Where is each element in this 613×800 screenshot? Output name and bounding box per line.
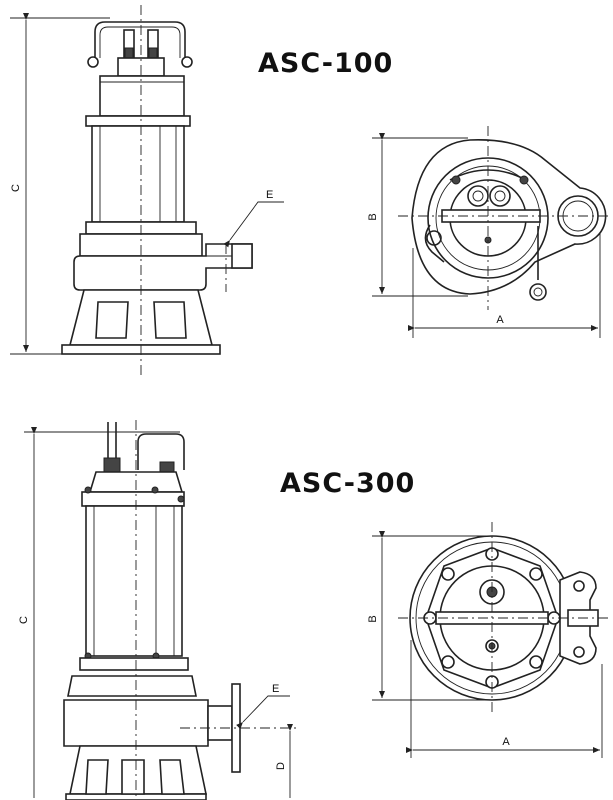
dimension-label-c: C — [10, 184, 22, 192]
asc-300-top-view: B A — [367, 522, 608, 758]
dimension-label-b-asc-300: B — [367, 615, 379, 622]
dimension-label-a-asc-100: A — [496, 314, 504, 326]
model-title-asc-100: ASC-100 — [258, 48, 394, 79]
asc-100-side-view: C E — [10, 5, 284, 378]
dimension-label-c-asc-300: C — [18, 616, 30, 624]
dimension-label-d: D — [275, 762, 287, 770]
model-title-asc-300: ASC-300 — [280, 468, 416, 499]
asc-100-top-view: B A — [367, 126, 608, 338]
dimension-label-e-asc-300: E — [272, 683, 279, 695]
dimension-label-b-asc-100: B — [367, 213, 379, 220]
dimension-label-e: E — [266, 189, 273, 201]
asc-300-side-view: C E D — [18, 420, 300, 800]
dimension-label-a-asc-300: A — [502, 736, 510, 748]
